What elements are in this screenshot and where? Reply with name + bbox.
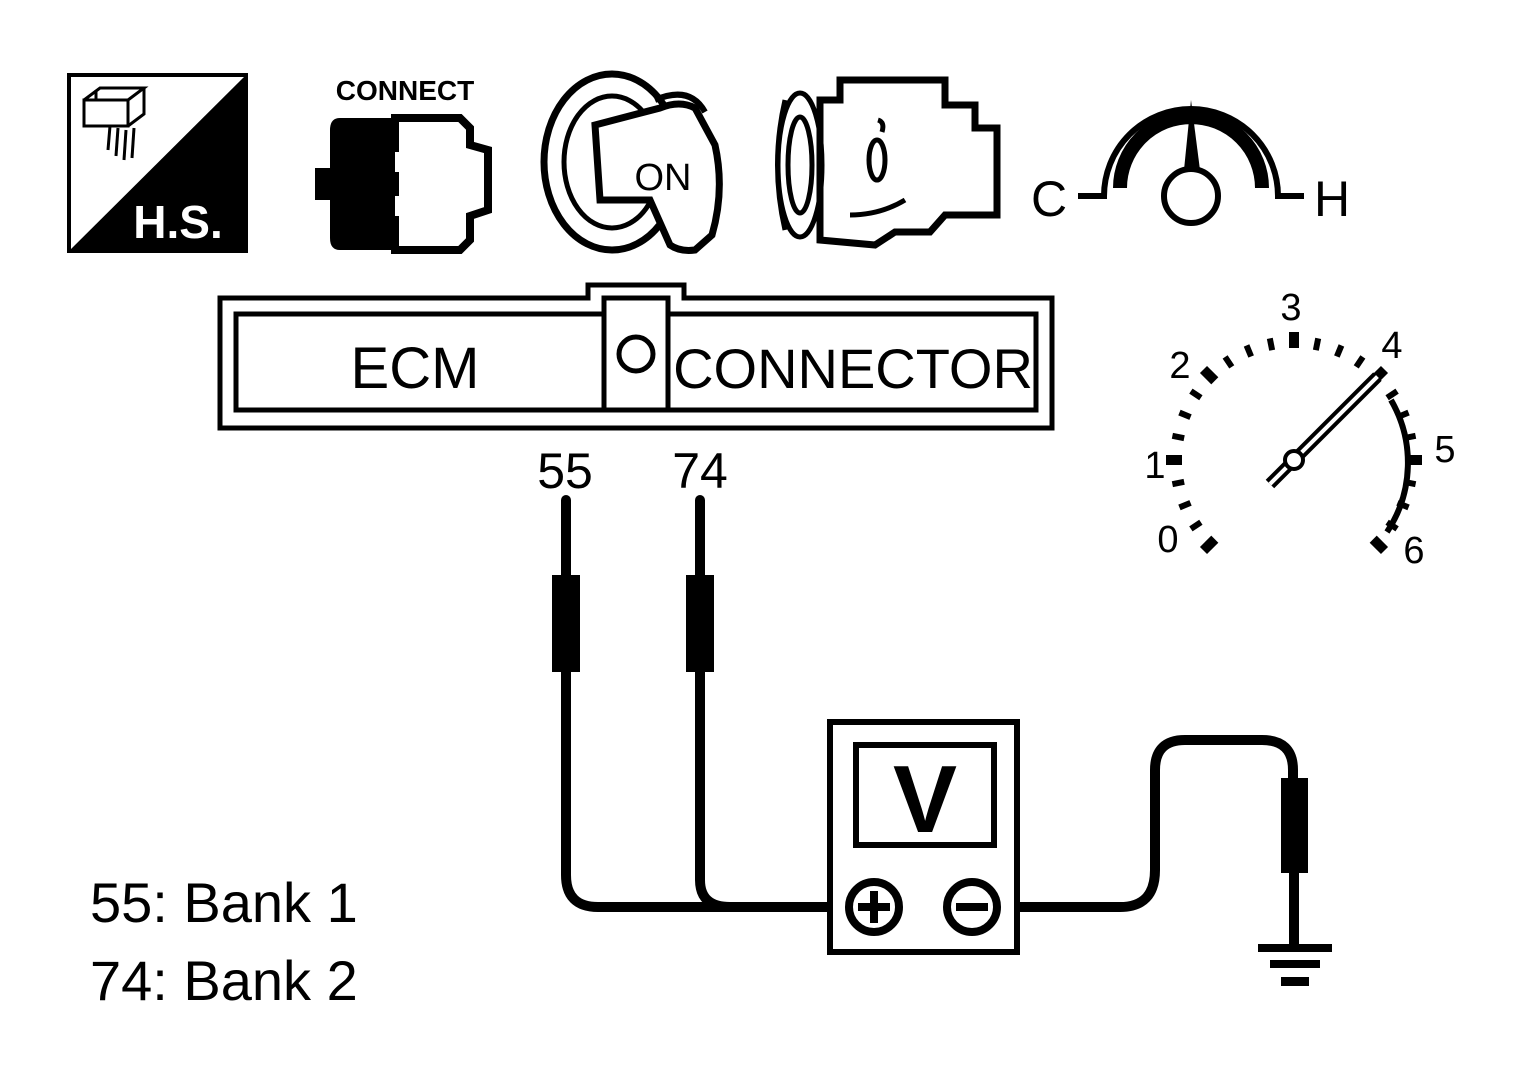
voltmeter: V bbox=[827, 719, 1020, 955]
terminal-55-label: 55 bbox=[537, 443, 593, 499]
ignition-key-icon: ON bbox=[540, 70, 723, 254]
temperature-gauge-icon: C H bbox=[1031, 100, 1350, 227]
probe-55-handle bbox=[552, 575, 580, 672]
harness-connector-icon: H.S. bbox=[67, 73, 248, 253]
tach-label-3: 3 bbox=[1280, 287, 1301, 329]
tach-label-2: 2 bbox=[1169, 345, 1190, 387]
tach-tick bbox=[1243, 344, 1254, 358]
legend-line-2: 74: Bank 2 bbox=[90, 949, 358, 1012]
voltmeter-display-label: V bbox=[893, 746, 957, 853]
tach-tick bbox=[1403, 478, 1417, 488]
temp-hot-label: H bbox=[1314, 171, 1350, 227]
tach-tick bbox=[1396, 409, 1410, 420]
probe-wiring bbox=[561, 495, 1299, 951]
connect-label: CONNECT bbox=[336, 75, 474, 106]
tach-tick bbox=[1334, 344, 1345, 358]
ecm-label: ECM bbox=[351, 336, 480, 401]
tach-tick bbox=[1189, 519, 1203, 532]
tach-tick bbox=[1199, 365, 1219, 385]
tach-tick bbox=[1171, 432, 1185, 442]
tach-tick bbox=[1222, 355, 1235, 369]
tach-tick bbox=[1312, 337, 1322, 351]
tach-tick bbox=[1199, 535, 1219, 555]
tach-tick bbox=[1385, 519, 1399, 532]
connector-label: CONNECTOR bbox=[673, 337, 1033, 400]
negative-terminal-icon bbox=[943, 878, 1001, 936]
tach-tick bbox=[1189, 388, 1203, 401]
legend-line-1: 55: Bank 1 bbox=[90, 871, 358, 934]
temp-cold-label: C bbox=[1031, 171, 1067, 227]
terminal-74-label: 74 bbox=[672, 443, 728, 499]
ground-symbol bbox=[1258, 944, 1332, 986]
tach-tick bbox=[1369, 535, 1389, 555]
tach-tick bbox=[1396, 500, 1410, 511]
probe-74-handle bbox=[686, 575, 714, 672]
tach-tick bbox=[1171, 478, 1185, 488]
engine-icon bbox=[775, 76, 1001, 249]
tach-label-6: 6 bbox=[1403, 530, 1424, 572]
tach-needle-inner bbox=[1268, 375, 1379, 486]
hs-label: H.S. bbox=[133, 196, 222, 248]
ecm-connector: ECM CONNECTOR bbox=[217, 282, 1055, 431]
tach-label-4: 4 bbox=[1381, 325, 1402, 367]
tach-label-1: 1 bbox=[1144, 445, 1165, 487]
tach-tick bbox=[1178, 500, 1192, 511]
positive-terminal-icon bbox=[845, 878, 903, 936]
tach-label-5: 5 bbox=[1434, 429, 1455, 471]
connect-icon: CONNECT bbox=[315, 75, 492, 254]
ground-probe-handle bbox=[1281, 778, 1308, 873]
tach-tick bbox=[1178, 409, 1192, 420]
tach-hub bbox=[1283, 449, 1305, 471]
tach-label-0: 0 bbox=[1157, 519, 1178, 561]
tach-tick bbox=[1353, 355, 1366, 369]
tachometer-icon: 0 1 2 3 4 5 6 bbox=[1144, 287, 1455, 572]
ignition-on-label: ON bbox=[635, 157, 692, 199]
tach-tick bbox=[1385, 388, 1399, 401]
tach-tick bbox=[1403, 432, 1417, 442]
tach-tick bbox=[1266, 337, 1276, 351]
